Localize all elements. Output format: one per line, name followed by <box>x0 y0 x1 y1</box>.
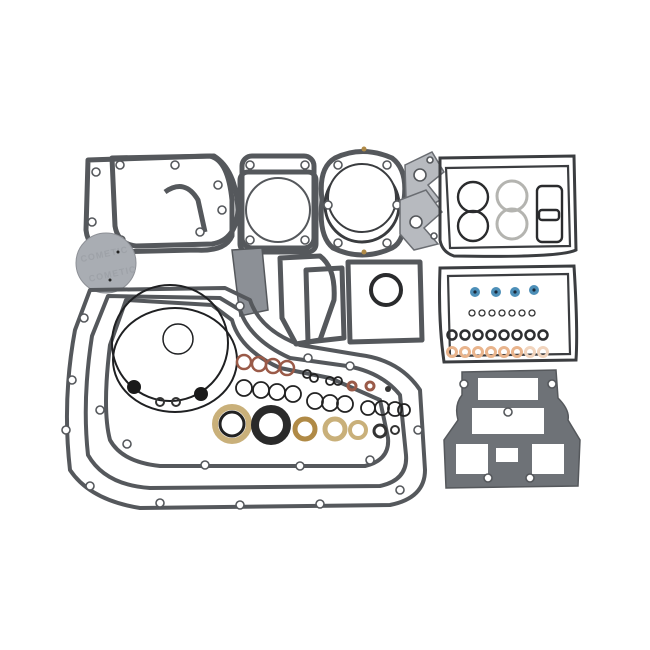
cylinder-head-gasket <box>318 146 408 258</box>
rocker-box-gaskets <box>443 369 581 489</box>
tappet-block-gaskets <box>231 247 425 347</box>
rocker-cover-gasket <box>438 154 578 258</box>
cylinder-base-gasket <box>237 153 319 255</box>
flange-gaskets <box>399 151 445 251</box>
assorted-o-rings-and-seals <box>212 353 411 445</box>
cometic-disc: COMETIC COMETIC <box>75 232 137 294</box>
large-o-rings <box>111 284 238 413</box>
primary-cover-gaskets <box>61 286 427 510</box>
lower-rocker-gasket <box>438 264 579 364</box>
